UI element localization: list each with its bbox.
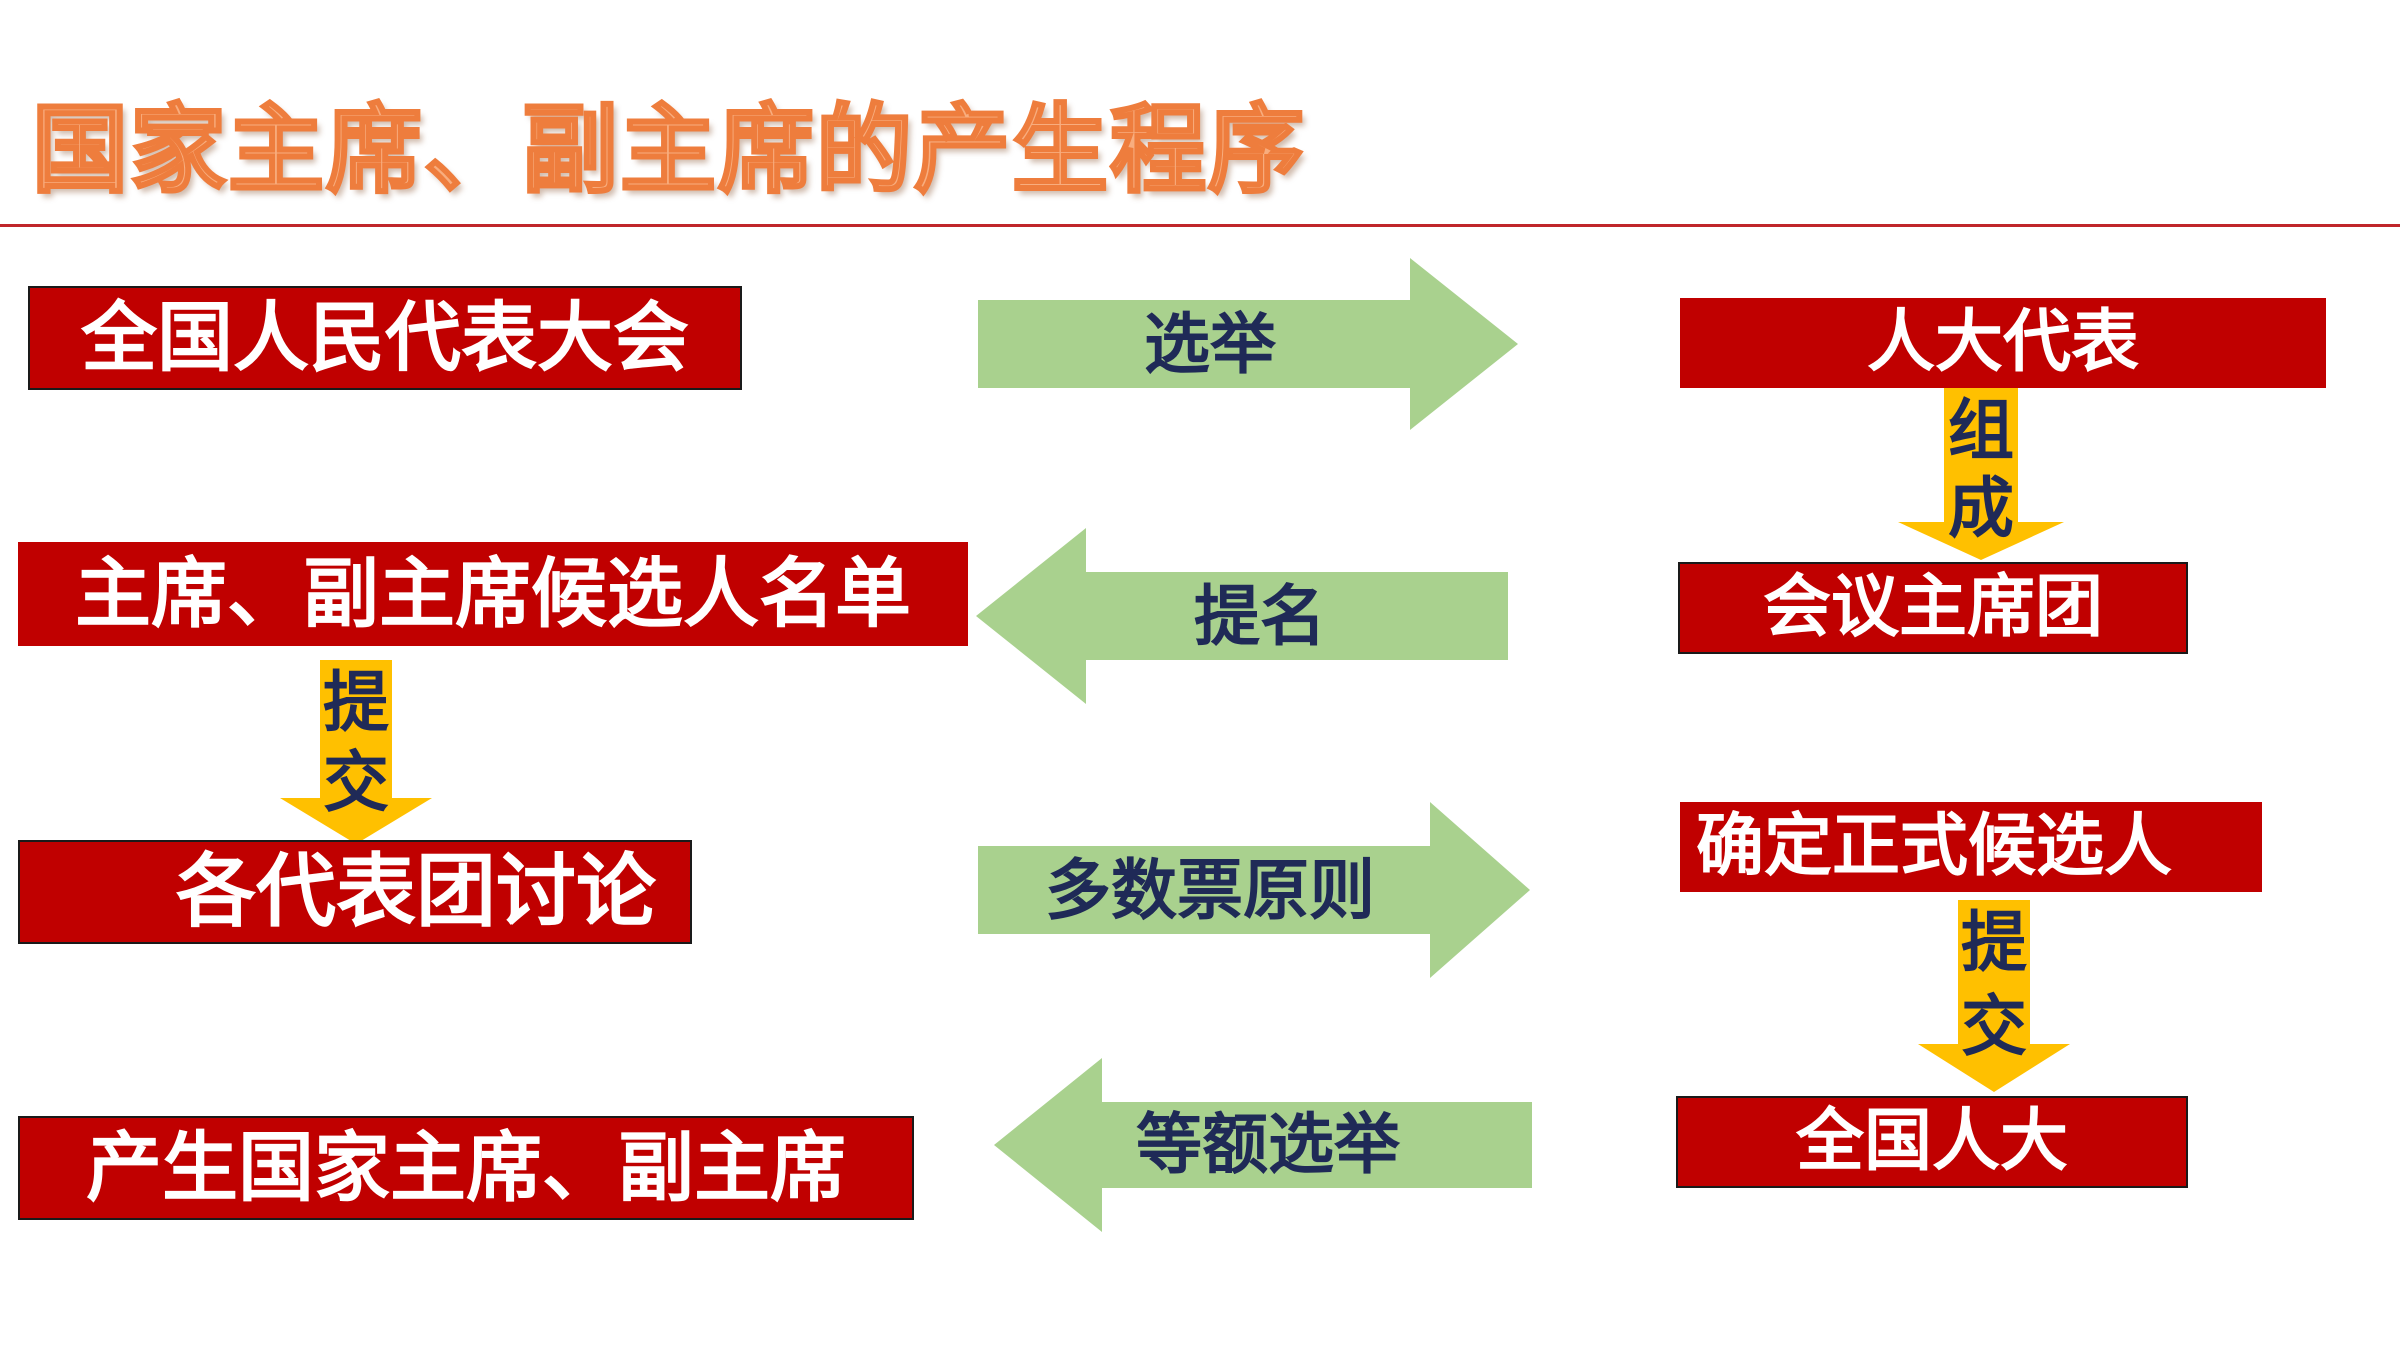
title-divider xyxy=(0,224,2400,227)
connector-form-char-1: 组 xyxy=(1948,392,2014,469)
node-candidate-list: 主席、副主席候选人名单 xyxy=(18,542,968,646)
node-npc-short: 全国人大 xyxy=(1676,1096,2188,1188)
connector-form-arrow xyxy=(1898,388,2064,560)
arrow-majority-label: 多数票原则 xyxy=(1045,852,1375,929)
connector-form-char-2: 成 xyxy=(1948,470,2014,547)
node-delegation-discussion: 各代表团讨论 xyxy=(18,840,692,944)
arrow-majority xyxy=(978,802,1530,978)
arrow-elect-label: 选举 xyxy=(1144,306,1276,383)
node-presidium: 会议主席团 xyxy=(1678,562,2188,654)
connector-submit-left: 提 交 xyxy=(280,660,432,844)
connector-submit-right-arrow xyxy=(1918,900,2070,1092)
arrow-nominate-label: 提名 xyxy=(1194,578,1326,655)
node-npc: 全国人民代表大会 xyxy=(28,286,742,390)
arrow-majority-shape xyxy=(978,802,1530,978)
arrow-nominate-shape xyxy=(976,528,1508,704)
arrow-equal-election xyxy=(994,1058,1532,1232)
arrow-elect-shape xyxy=(978,258,1518,430)
connector-submit-left-char-2: 交 xyxy=(323,744,389,821)
connector-submit-right-char-2: 交 xyxy=(1961,988,2027,1065)
node-result: 产生国家主席、副主席 xyxy=(18,1116,914,1220)
arrow-elect xyxy=(978,258,1518,430)
arrow-nominate xyxy=(976,528,1508,704)
connector-submit-right-char-1: 提 xyxy=(1961,904,2027,981)
connector-submit-right: 提 交 xyxy=(1918,900,2070,1092)
arrow-equal-election-shape xyxy=(994,1058,1532,1232)
connector-form: 组 成 xyxy=(1898,388,2064,560)
arrow-equal-election-label: 等额选举 xyxy=(1136,1106,1400,1183)
connector-submit-left-arrow xyxy=(280,660,432,844)
node-deputies: 人大代表 xyxy=(1680,298,2326,388)
connector-submit-left-char-1: 提 xyxy=(323,664,389,741)
node-formal-candidates: 确定正式候选人 xyxy=(1680,802,2262,892)
slide-title: 国家主席、副主席的产生程序 xyxy=(31,94,1306,206)
